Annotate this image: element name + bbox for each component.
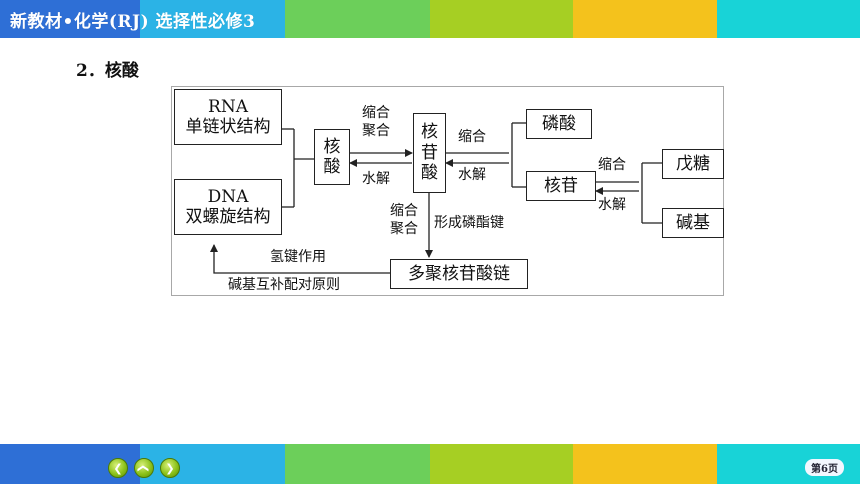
top-band-segment-blue [0, 0, 140, 38]
pentose-label: 戊糖 [676, 153, 710, 174]
nucleic-acid-box: 核 酸 [314, 129, 350, 185]
nucleoside-box: 核苷 [526, 171, 596, 201]
label-suohe-4: 缩合 [390, 203, 418, 219]
label-condense-2: 缩合 [458, 129, 486, 145]
previous-page-button[interactable]: ❮ [108, 458, 128, 478]
label-hydrolysis-2: 水解 [458, 167, 486, 183]
pentose-box: 戊糖 [662, 149, 724, 179]
nucleic-acid-char-2: 酸 [323, 157, 341, 177]
nucleotide-char-1: 核 [421, 122, 438, 143]
top-band-segment-yellow [573, 0, 717, 38]
label-suohe-1: 缩合 [362, 105, 390, 121]
top-band-segment-green [285, 0, 430, 38]
rna-label: RNA [208, 96, 248, 117]
bottom-color-band [0, 444, 860, 484]
base-box: 碱基 [662, 208, 724, 238]
page-number-badge: 第6页 [805, 459, 844, 476]
rna-structure-label: 单链状结构 [185, 117, 271, 137]
top-band-segment-sky [140, 0, 285, 38]
arrow-poly-to-dna [210, 244, 390, 274]
label-condense-3: 缩合 [598, 157, 626, 173]
bottom-band-segment-lime [430, 444, 573, 484]
next-page-button[interactable]: ❯ [160, 458, 180, 478]
label-juhe-4: 聚合 [390, 220, 418, 237]
chevron-left-icon: ❮ [113, 461, 123, 475]
nucleic-acid-char-1: 核 [323, 136, 341, 157]
bottom-band-segment-yellow [573, 444, 717, 484]
diagram-connectors [210, 122, 662, 274]
header-title: 新教材•化学(RJ) 选择性必修3 [10, 12, 256, 32]
polynucleotide-chain-label: 多聚核苷酸链 [408, 263, 510, 284]
chevron-right-icon: ❯ [165, 461, 175, 475]
section-heading: 2．核酸 [76, 61, 139, 81]
dna-box: DNA 双螺旋结构 [174, 179, 282, 235]
phosphoric-acid-label: 磷酸 [542, 113, 576, 134]
top-band-segment-cyan [717, 0, 860, 38]
nucleotide-char-2: 苷 [421, 142, 438, 163]
home-button[interactable]: ❮ [134, 458, 154, 478]
label-phosphodiester-bond: 形成磷酯键 [434, 215, 504, 231]
top-band-segment-lime [430, 0, 573, 38]
polynucleotide-chain-box: 多聚核苷酸链 [390, 259, 528, 289]
dna-label: DNA [207, 186, 249, 207]
label-condense-polymerize-1: 缩合 聚合 [362, 105, 390, 140]
chevron-up-icon: ❮ [137, 463, 151, 473]
label-hydrogen-bond: 氢键作用 [270, 249, 326, 265]
rna-box: RNA 单链状结构 [174, 89, 282, 145]
label-condense-polymerize-4: 缩合 聚合 [390, 203, 418, 238]
phosphoric-acid-box: 磷酸 [526, 109, 592, 139]
label-juhe-1: 聚合 [362, 122, 390, 139]
label-hydrolysis-1: 水解 [362, 171, 390, 187]
dna-structure-label: 双螺旋结构 [185, 207, 271, 227]
top-color-band: 新教材•化学(RJ) 选择性必修3 [0, 0, 860, 38]
nucleotide-char-3: 酸 [421, 163, 438, 184]
nucleic-acid-diagram: RNA 单链状结构 DNA 双螺旋结构 核 酸 核 苷 酸 磷酸 核苷 戊糖 碱… [171, 86, 724, 296]
bottom-band-segment-green [285, 444, 430, 484]
label-hydrolysis-3: 水解 [598, 197, 626, 213]
label-base-pairing-rule: 碱基互补配对原则 [228, 277, 340, 293]
nucleoside-label: 核苷 [544, 175, 578, 196]
base-label: 碱基 [676, 212, 710, 233]
nucleotide-box: 核 苷 酸 [413, 113, 446, 193]
